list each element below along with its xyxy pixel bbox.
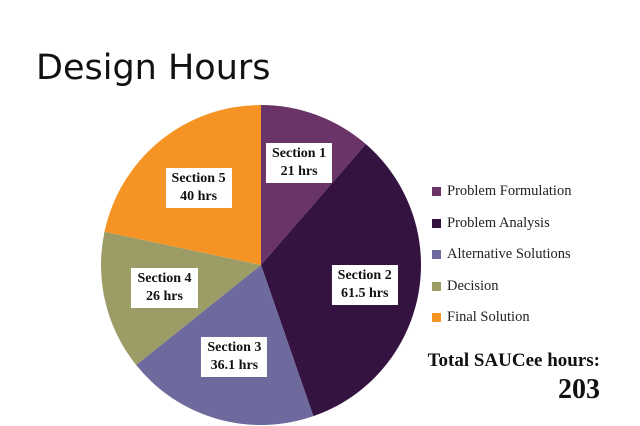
- total-hours-value: 203: [558, 374, 600, 405]
- total-hours-label: Total SAUCee hours:: [427, 350, 600, 371]
- legend-label: Alternative Solutions: [447, 246, 571, 263]
- legend-item-2: Problem Analysis: [432, 208, 571, 240]
- legend-item-4: Decision: [432, 271, 571, 303]
- slice-label-value: 21 hrs: [280, 164, 318, 180]
- slice-label-name: Section 4: [137, 270, 192, 286]
- slice-label-value: 26 hrs: [145, 288, 183, 304]
- slice-label-value: 61.5 hrs: [340, 286, 389, 301]
- legend-label: Decision: [447, 277, 499, 294]
- legend-item-5: Final Solution: [432, 302, 571, 334]
- legend-label: Problem Analysis: [447, 214, 550, 231]
- slice-label-name: Section 1: [272, 146, 327, 162]
- legend-swatch: [432, 250, 441, 260]
- legend-swatch: [432, 281, 441, 291]
- slice-label-name: Section 2: [337, 268, 392, 283]
- slice-label-4: Section 4 26 hrs: [131, 267, 198, 308]
- legend-swatch: [432, 218, 441, 228]
- legend-swatch: [432, 187, 441, 197]
- slice-label-3: Section 3 36.1 hrs: [201, 337, 268, 378]
- legend-label: Problem Formulation: [447, 183, 572, 200]
- legend-swatch: [432, 313, 441, 323]
- slice-label-5: Section 5 40 hrs: [165, 167, 232, 208]
- slice-label-2: Section 2 61.5 hrs: [331, 265, 398, 305]
- slice-label-value: 36.1 hrs: [210, 358, 259, 374]
- slice-label-name: Section 5: [171, 170, 226, 186]
- legend-item-3: Alternative Solutions: [432, 239, 571, 271]
- legend-item-1: Problem Formulation: [432, 176, 571, 208]
- slice-label-1: Section 1 21 hrs: [266, 143, 333, 184]
- chart-title: Design Hours: [36, 48, 271, 88]
- legend-label: Final Solution: [447, 309, 530, 326]
- slice-label-name: Section 3: [207, 340, 262, 356]
- slice-label-value: 40 hrs: [180, 188, 218, 204]
